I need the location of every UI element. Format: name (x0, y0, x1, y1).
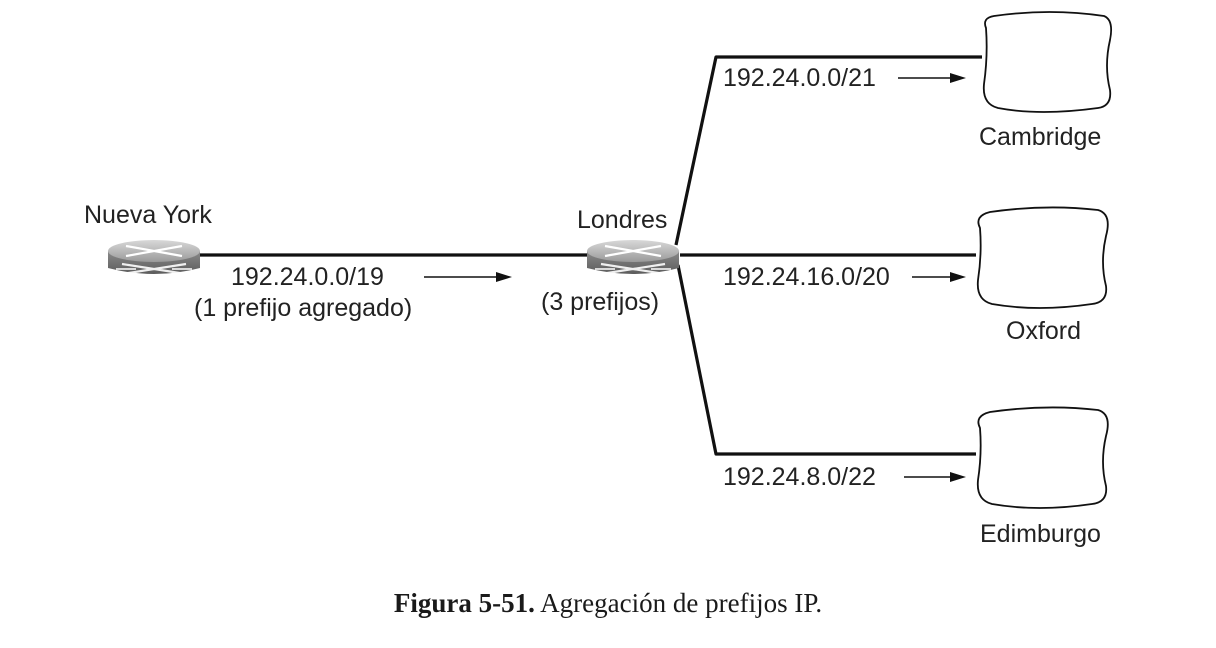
router-icon-newyork (108, 240, 200, 276)
site-label-cambridge: Cambridge (979, 123, 1101, 151)
figure-caption-text: Agregación de prefijos IP. (540, 588, 823, 618)
site-label-oxford: Oxford (1006, 317, 1081, 345)
branch-link-edimburgo (676, 264, 976, 456)
branch-prefix-cambridge: 192.24.0.0/21 (723, 64, 876, 92)
main-link-note: (1 prefijo agregado) (194, 294, 412, 322)
router-icon-london (587, 240, 679, 276)
branch-prefix-oxford: 192.24.16.0/20 (723, 263, 890, 291)
arrow-edimburgo (904, 472, 966, 482)
figure-caption: Figura 5-51. Agregación de prefijos IP. (0, 588, 1216, 619)
arrow-oxford (912, 272, 966, 282)
figure-number: Figura 5-51. (393, 588, 535, 618)
branch-link-cambridge (674, 55, 982, 246)
router-label-newyork: Nueva York (84, 201, 212, 229)
site-label-edimburgo: Edimburgo (980, 520, 1101, 548)
arrow-main-link (424, 272, 512, 282)
branch-prefix-edimburgo: 192.24.8.0/22 (723, 463, 876, 491)
main-link-prefix: 192.24.0.0/19 (231, 263, 384, 291)
cloud-icon-oxford (976, 206, 1109, 309)
arrow-cambridge (898, 73, 966, 83)
cloud-icon-cambridge (982, 11, 1113, 113)
router-note-london: (3 prefijos) (541, 288, 659, 316)
router-label-london: Londres (577, 206, 667, 234)
cloud-icon-edimburgo (976, 406, 1109, 509)
